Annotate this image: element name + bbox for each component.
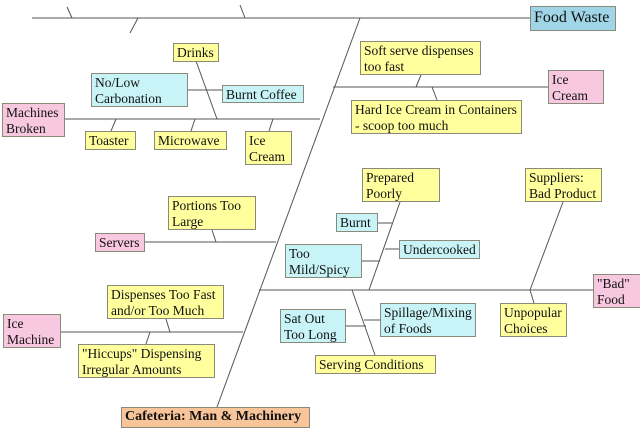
subcause-burnt: Burnt	[336, 213, 378, 232]
spine-tick	[129, 17, 139, 34]
subcause-sat-out: Sat Out Too Long	[280, 309, 346, 343]
cause-hiccups: "Hiccups" Dispensing Irregular Amounts	[78, 344, 215, 378]
subcause-burnt-coffee: Burnt Coffee	[222, 85, 304, 103]
bone-suppliers	[529, 201, 564, 291]
cause-ice-cream: Ice Cream	[245, 131, 292, 165]
main-category-cafeteria: Cafeteria: Man & Machinery	[121, 407, 310, 428]
cause-drinks: Drinks	[173, 43, 219, 62]
tick-hiccups	[145, 331, 151, 345]
cause-suppliers: Suppliers: Bad Product	[525, 168, 602, 202]
tick-hardice	[431, 86, 438, 101]
subcause-too-mild-spicy: Too Mild/Spicy	[285, 244, 362, 278]
bone-serving	[351, 289, 376, 356]
cause-toaster: Toaster	[85, 131, 136, 150]
tick-portions	[211, 229, 217, 243]
cause-unpopular: Unpopular Choices	[500, 303, 567, 337]
spine-tick	[239, 4, 246, 19]
cause-dispenses: Dispenses Too Fast and/or Too Much	[107, 285, 224, 319]
tick-dispenses	[165, 318, 171, 333]
cause-hard-ice-cream: Hard Ice Cream in Containers - scoop too…	[351, 100, 522, 134]
cause-soft-serve: Soft serve dispenses too fast	[360, 41, 481, 75]
effect-food-waste: Food Waste	[530, 6, 616, 31]
cause-serving-conditions: Serving Conditions	[315, 355, 436, 374]
subcause-spillage: Spillage/Mixing of Foods	[380, 303, 476, 337]
spine-tick	[66, 6, 73, 19]
subcause-carbonation: No/Low Carbonation	[91, 73, 188, 107]
category-ice-cream: Ice Cream	[548, 70, 604, 104]
main-bone	[216, 17, 361, 408]
subcause-undercooked: Undercooked	[399, 240, 480, 259]
tick-unpopular	[529, 289, 535, 304]
tick-icecream	[268, 118, 274, 132]
category-machines-broken: Machines Broken	[2, 103, 65, 137]
tick-toaster	[110, 118, 117, 132]
cause-portions: Portions Too Large	[168, 196, 256, 230]
category-servers: Servers	[95, 233, 145, 252]
category-bad-food: "Bad" Food	[593, 274, 640, 308]
tick-softserve	[415, 74, 422, 88]
bone-prepared	[368, 201, 401, 291]
cause-prepared-poorly: Prepared Poorly	[362, 168, 440, 202]
category-ice-machine: Ice Machine	[3, 314, 61, 348]
tick-microwave	[190, 118, 196, 132]
cause-microwave: Microwave	[154, 131, 227, 150]
